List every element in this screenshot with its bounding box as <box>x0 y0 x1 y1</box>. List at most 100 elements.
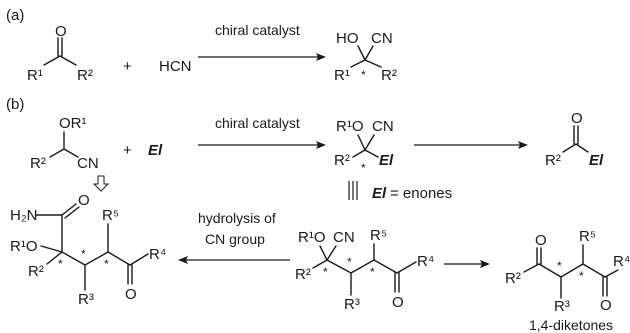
adduct-chain-3 <box>373 259 398 274</box>
diketone-bond-r2 <box>523 263 540 273</box>
adduct-r4: R⁴ <box>417 253 434 270</box>
cyanohydrin-bond-cn <box>364 45 374 61</box>
panel-b-plus: + <box>123 142 132 159</box>
panel-b: (b) OR¹ R² CN + El chiral catalyst R¹O C… <box>6 96 630 333</box>
ketone-oxygen: O <box>55 23 67 40</box>
diketone-product: O R² R³ * R⁵ * O R⁴ 1,4-diketones <box>505 228 630 333</box>
cyanohydrin-bond-r1 <box>350 59 366 68</box>
adduct-r1o: R¹O <box>298 229 326 246</box>
equiv-text: = enones <box>390 185 452 202</box>
amide-h2n: H₂N <box>10 207 38 224</box>
cyanohydrin-bond-oh <box>357 45 366 61</box>
diketone-r2: R² <box>505 270 521 287</box>
adduct-bond-r2 <box>312 259 328 269</box>
diketone-r3: R³ <box>554 298 570 315</box>
panel-a-label: (a) <box>6 7 24 24</box>
equivalence-marker: El = enones <box>348 181 452 202</box>
amide-chain-1 <box>61 251 86 266</box>
diketone-star-2: * <box>579 269 584 283</box>
panel-b-electrophile: El <box>148 142 163 159</box>
adduct-star-2: * <box>347 255 352 269</box>
adduct-cn: CN <box>333 229 355 246</box>
substrate-bond-cn <box>63 148 79 158</box>
diketone-chain-2 <box>560 263 584 278</box>
diketone-r4: R⁴ <box>613 253 630 270</box>
cyanohydrin-ho: HO <box>336 30 359 47</box>
intermediate-r1o: R¹O <box>336 118 364 135</box>
substrate-cn: CN <box>77 155 99 172</box>
amide-bond-r2 <box>46 251 63 265</box>
adduct-oxygen: O <box>392 294 404 311</box>
cyanohydrin-cn: CN <box>371 30 393 47</box>
amide-bond-o <box>40 245 63 253</box>
amide-chain-2 <box>84 251 109 266</box>
b-ketone-el: El <box>589 152 604 169</box>
adduct-star-3: * <box>370 265 375 279</box>
hydrolysis-arrowhead <box>178 256 188 264</box>
intermediate-bond-o <box>357 134 366 151</box>
intermediate-stereocenter: * <box>361 161 366 175</box>
diketone-caption: 1,4-diketones <box>529 317 613 333</box>
hydrolysis-label-1: hydrolysis of <box>198 210 276 226</box>
diketone-chain-3 <box>582 263 606 278</box>
amide-r1o: R¹O <box>10 238 38 255</box>
cyanohydrin-r2: R² <box>381 67 397 84</box>
adduct-r3: R³ <box>344 296 360 313</box>
amide-oxygen: O <box>78 192 90 209</box>
ketone-bond-r2 <box>59 55 77 66</box>
panel-a-hcn: HCN <box>159 58 192 75</box>
panel-b-substrate: OR¹ R² CN <box>30 115 99 172</box>
panel-a: (a) O R¹ R² + HCN chiral catalyst HO CN … <box>6 7 397 84</box>
amide-product: H₂N O R¹O R² * R³ * R⁵ * O R⁴ <box>10 192 166 308</box>
intermediate-cn: CN <box>372 118 394 135</box>
b-ketone-r2: R² <box>545 152 561 169</box>
ketone-r2: R² <box>77 67 93 84</box>
panel-a-cyanohydrin: HO CN R¹ * R² <box>334 30 397 84</box>
panel-b-label: (b) <box>6 96 24 113</box>
adduct-bond-o <box>319 245 328 261</box>
adduct-chain-2 <box>350 259 375 274</box>
intermediate-bond-el <box>364 149 379 158</box>
cyanohydrin-bond-r2 <box>364 59 382 68</box>
diketone-r5: R⁵ <box>579 228 596 245</box>
adduct-bond-cn <box>326 245 337 261</box>
panel-a-arrow-label: chiral catalyst <box>215 22 300 38</box>
hydrolysis-label-2: CN group <box>205 231 265 247</box>
substrate-r2: R² <box>30 155 46 172</box>
equiv-el: El <box>372 185 387 202</box>
adduct-star-1: * <box>323 265 328 279</box>
amide-star-2: * <box>81 247 86 261</box>
diketone-chain-1 <box>538 263 562 278</box>
adduct-r2: R² <box>295 266 311 283</box>
cyanohydrin-stereocenter: * <box>361 68 366 82</box>
amide-bond-r4 <box>129 253 149 266</box>
ketone-r1: R¹ <box>27 67 43 84</box>
diketone-arrowhead <box>480 260 490 268</box>
intermediate-bond-r2 <box>352 149 366 158</box>
adduct-r5: R⁵ <box>370 227 387 244</box>
diketone-oxygen-1: O <box>535 232 547 249</box>
panel-b-intermediate: R¹O CN R² * El <box>334 118 394 175</box>
intermediate-bond-cn <box>364 134 375 151</box>
amide-star-3: * <box>104 257 109 271</box>
panel-a-ketone: O R¹ R² <box>27 23 93 84</box>
ketone-bond-r1 <box>43 55 61 66</box>
substrate-bond-r2 <box>49 148 65 158</box>
amide-co-bond-1 <box>61 203 77 216</box>
amide-r5: R⁵ <box>102 207 119 224</box>
b-ketone-oxygen: O <box>571 110 583 127</box>
amide-ketone-oxygen: O <box>125 286 137 303</box>
adduct-bond-r4 <box>396 261 417 274</box>
michael-adduct: R¹O CN R² * R³ * R⁵ * O R⁴ <box>295 227 434 313</box>
panel-b-arrowhead-2 <box>518 141 528 149</box>
amide-star-1: * <box>58 257 63 271</box>
intermediate-el: El <box>379 152 394 169</box>
b-ketone-bond-r2 <box>562 143 577 153</box>
amide-r4: R⁴ <box>149 246 166 263</box>
diketone-oxygen-2: O <box>600 297 612 314</box>
intermediate-r2: R² <box>334 152 350 169</box>
amide-r3: R³ <box>78 291 94 308</box>
panel-a-plus: + <box>123 58 132 75</box>
panel-b-arrowhead <box>316 141 326 149</box>
